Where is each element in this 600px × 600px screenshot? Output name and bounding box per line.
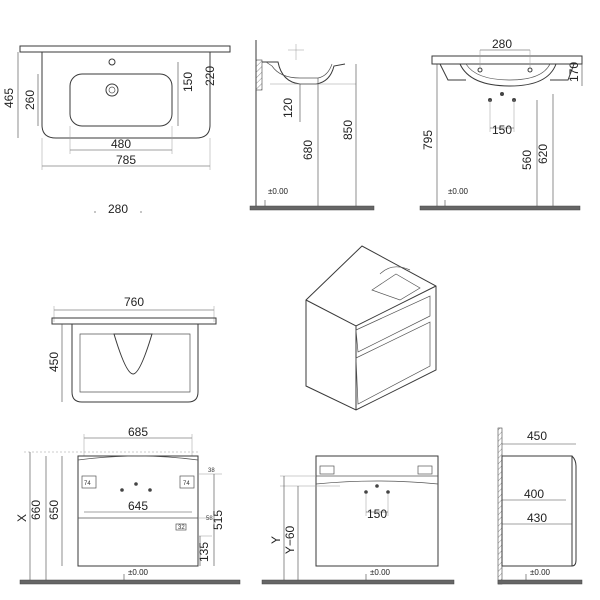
dim-515: 515 [211, 510, 225, 530]
cabinet-body [305, 245, 437, 411]
dim-150-rear: 150 [367, 507, 387, 521]
dim-680: 680 [301, 140, 315, 160]
dim-685: 685 [128, 425, 148, 439]
dim-430: 430 [527, 511, 547, 525]
cabinet-side-outline [501, 455, 573, 567]
dim-480: 480 [111, 137, 131, 151]
floor-line-cabinet [19, 579, 241, 585]
dim-760: 760 [124, 295, 144, 309]
tap-hole-icon [108, 58, 116, 66]
floor-level-side: ±0.00 [530, 568, 551, 577]
cabinet-plan-view: 760 450 [47, 295, 217, 403]
dim-795: 795 [421, 130, 435, 150]
drain-icon [105, 83, 119, 97]
floor-level: ±0.00 [268, 187, 289, 196]
cabinet-iso-view [305, 245, 437, 411]
floor-level-rear: ±0.00 [370, 568, 391, 577]
floor-line-front [419, 205, 581, 211]
dim-280: 280 [108, 202, 128, 216]
top-drawer [355, 295, 431, 353]
dim-850: 850 [341, 120, 355, 140]
cabinet-rear-view: 150 Y Y−60 ±0.00 [261, 455, 455, 585]
dim-465: 465 [2, 88, 16, 108]
floor-level-front: ±0.00 [448, 187, 469, 196]
dim-450-plan: 450 [47, 352, 61, 372]
cabinet-plan-outline [71, 324, 199, 403]
dim-y-60: Y−60 [283, 525, 297, 554]
dim-620: 620 [536, 144, 550, 164]
dim-58: 58 [206, 516, 213, 522]
basin-front-view: 280 170 150 795 560 620 ±0.00 [419, 37, 583, 211]
dim-74-left: 74 [84, 481, 91, 487]
dim-170: 170 [567, 62, 581, 82]
basin-top-view: 465 260 150 220 480 785 280 [2, 45, 231, 216]
cabinet-side-view: 450 400 430 ±0.00 [497, 427, 583, 585]
dim-32: 32 [178, 525, 185, 531]
siphon-cutout [113, 333, 153, 375]
dim-120: 120 [281, 98, 295, 118]
dim-280-front: 280 [492, 37, 512, 51]
dim-660: 660 [29, 500, 43, 520]
dim-260: 260 [23, 90, 37, 110]
basin-section-view: 120 680 850 ±0.00 [249, 40, 375, 211]
floor-line-side [497, 579, 583, 585]
bottom-drawer [355, 321, 431, 405]
basin-profile [262, 61, 346, 85]
dim-650: 650 [47, 500, 61, 520]
counter-top [51, 317, 217, 325]
dim-74-right: 74 [183, 481, 190, 487]
floor-level-cabinet: ±0.00 [128, 568, 149, 577]
dim-150: 150 [181, 72, 195, 92]
dim-38: 38 [208, 468, 215, 474]
basin-rim [19, 45, 231, 53]
dim-x: X [15, 514, 29, 522]
dim-645: 645 [128, 499, 148, 513]
floor-line-rear [261, 579, 455, 585]
dim-135: 135 [197, 542, 211, 562]
cabinet-front-view: 685 74 74 38 645 32 58 515 135 X 660 650… [15, 425, 241, 585]
wall [497, 427, 503, 585]
basin-front-rim [431, 55, 583, 65]
dim-560: 560 [520, 150, 534, 170]
dim-150-front: 150 [492, 123, 512, 137]
cabinet-rear-outline [315, 455, 439, 567]
floor-line [249, 205, 375, 211]
dim-y: Y [269, 536, 283, 544]
dim-400: 400 [524, 487, 544, 501]
dim-220: 220 [203, 66, 217, 86]
dim-785: 785 [116, 153, 136, 167]
dim-450-side: 450 [527, 429, 547, 443]
basin-outline [41, 52, 211, 139]
basin-bowl [69, 73, 173, 127]
